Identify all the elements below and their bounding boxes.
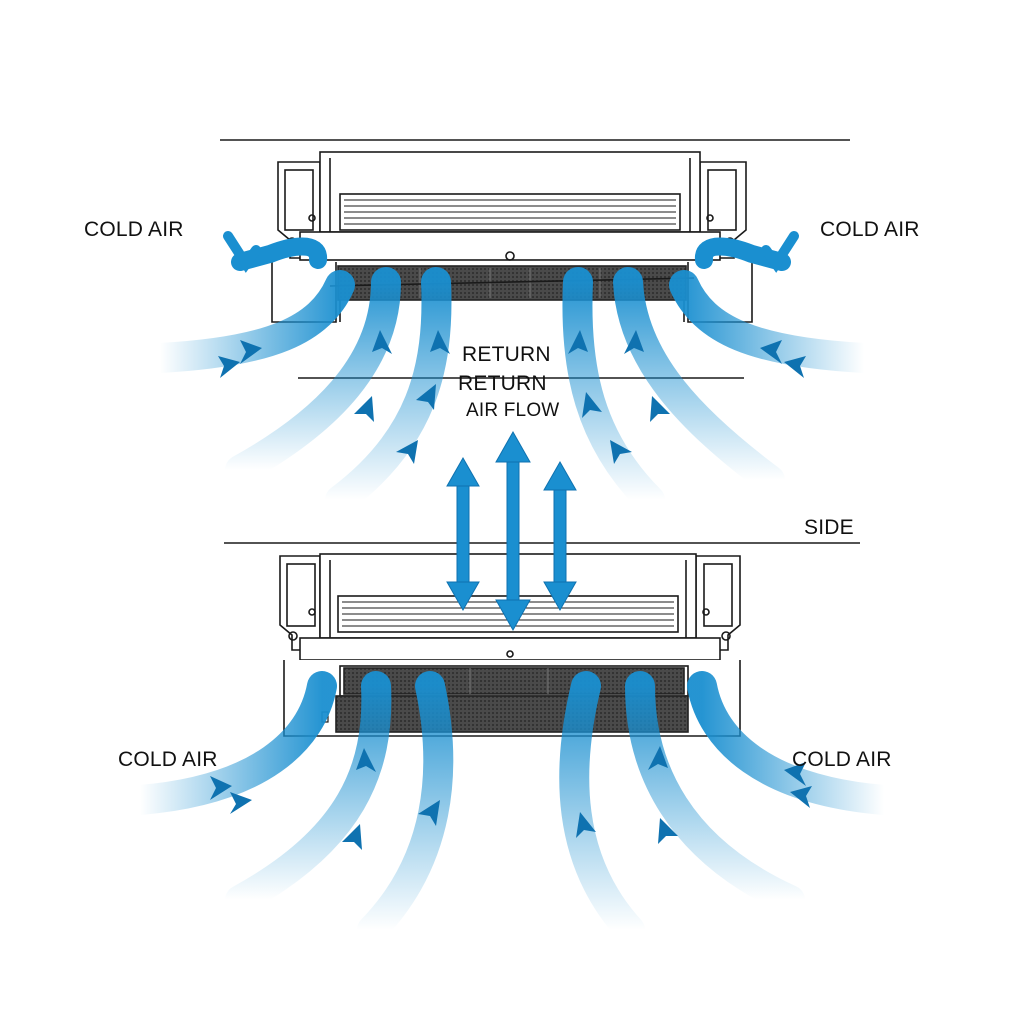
label-side: SIDE <box>804 516 854 539</box>
top-airflow-arrows <box>145 231 879 515</box>
bottom-airflow-arrows <box>125 671 899 945</box>
label-return-2: RETURN <box>458 372 547 395</box>
label-return-1: RETURN <box>462 343 551 366</box>
label-cold-air-bottom-left: COLD AIR <box>118 748 218 771</box>
label-cold-air-bottom-right: COLD AIR <box>792 748 892 771</box>
label-cold-air-top-left: COLD AIR <box>84 218 184 241</box>
return-airflow-arrows <box>446 430 577 632</box>
bottom-indoor-unit <box>224 542 860 737</box>
label-air-flow: AIR FLOW <box>466 400 560 421</box>
label-cold-air-top-right: COLD AIR <box>820 218 920 241</box>
curl-left-top <box>231 237 327 271</box>
curl-right-top <box>695 237 791 271</box>
